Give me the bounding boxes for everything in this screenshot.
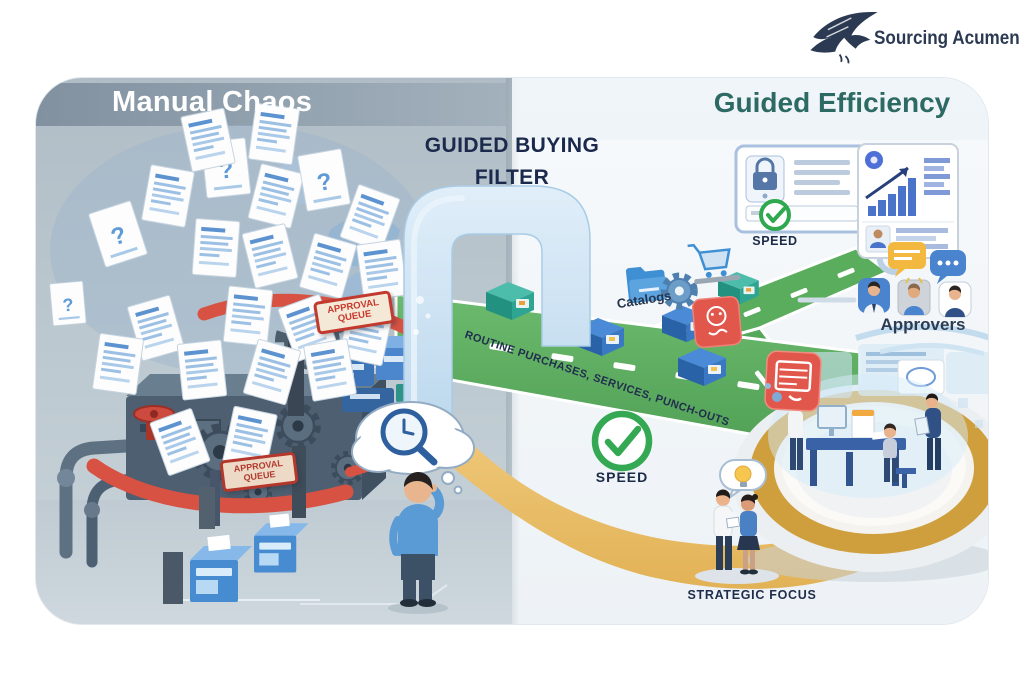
- speech-bubble-icon: [888, 242, 926, 277]
- lightbulb-bubble-icon: [719, 459, 767, 499]
- illustration-scene: ?: [36, 78, 988, 624]
- logo-text: Sourcing Acumen: [874, 28, 1020, 49]
- login-card: [734, 144, 870, 234]
- approvers-label: Approvers: [880, 315, 966, 334]
- desk: [806, 438, 906, 450]
- alert-sign-icon: [691, 296, 743, 348]
- clock-magnifier-icon: [380, 408, 438, 466]
- printer-icon: [254, 513, 309, 573]
- confused-person: [351, 401, 475, 614]
- speed-label-top: SPEED: [752, 234, 798, 248]
- analytics-card: [857, 143, 959, 259]
- avatar: [938, 281, 972, 318]
- speed-label-center: SPEED: [595, 469, 649, 485]
- bar-chart-icon: [865, 166, 916, 216]
- eagle-logo-icon: [810, 11, 878, 64]
- filter-title: GUIDED BUYING FILTER: [424, 134, 600, 189]
- left-panel-title: Manual Chaos: [112, 86, 313, 118]
- approvers-group: [797, 242, 988, 357]
- tablet-icon: [914, 416, 930, 436]
- strategic-pair: [695, 459, 779, 584]
- monitor-icon: [817, 405, 847, 429]
- avatar: [858, 278, 890, 313]
- person-seated: [883, 423, 916, 488]
- gear-icon: [660, 272, 698, 310]
- printer-icon: [190, 534, 252, 602]
- person-standing-right: [914, 393, 941, 470]
- strategic-focus-label: STRATEGIC FOCUS: [687, 588, 817, 602]
- check-icon: [759, 199, 791, 231]
- lock-icon: [753, 157, 777, 199]
- printers: [163, 487, 448, 605]
- right-panel-title: Guided Efficiency: [713, 87, 951, 118]
- folder-icon: [625, 266, 669, 303]
- tablet-icon: [725, 516, 741, 529]
- avatar: [865, 225, 891, 253]
- cart-icon: [687, 243, 741, 285]
- catalogs-group: [625, 243, 741, 310]
- illustration-panel: ?: [36, 78, 988, 624]
- avatar: [897, 277, 931, 316]
- alert-sign-icon: [764, 350, 822, 412]
- filter-arch-icon: [403, 185, 591, 453]
- check-icon: [591, 410, 653, 472]
- speech-bubble-icon: [930, 250, 966, 284]
